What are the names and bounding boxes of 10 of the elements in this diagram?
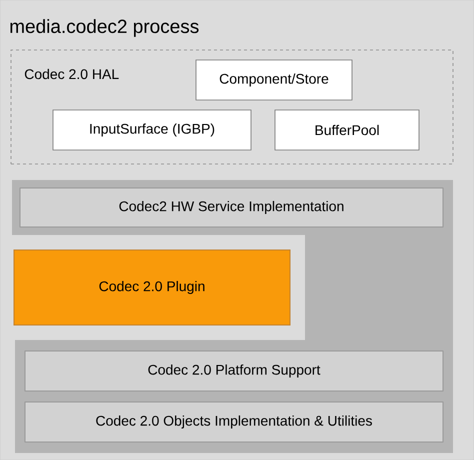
box-heading: Codec 2.0 HAL <box>24 68 119 80</box>
component-box: InputSurface (IGBP) <box>52 110 252 150</box>
layer-box: Codec 2.0 Objects Implementation & Utilities <box>24 402 444 442</box>
plugin-box: Codec 2.0 Plugin <box>14 250 290 326</box>
hal-box <box>10 50 454 164</box>
layer-box: Codec 2.0 Platform Support <box>24 350 444 392</box>
component-box: Component/Store <box>196 60 352 100</box>
box-heading: media.codec2 process <box>10 19 199 37</box>
layer-box: Codec2 HW Service Implementation <box>20 188 444 228</box>
component-box: BufferPool <box>274 110 420 150</box>
